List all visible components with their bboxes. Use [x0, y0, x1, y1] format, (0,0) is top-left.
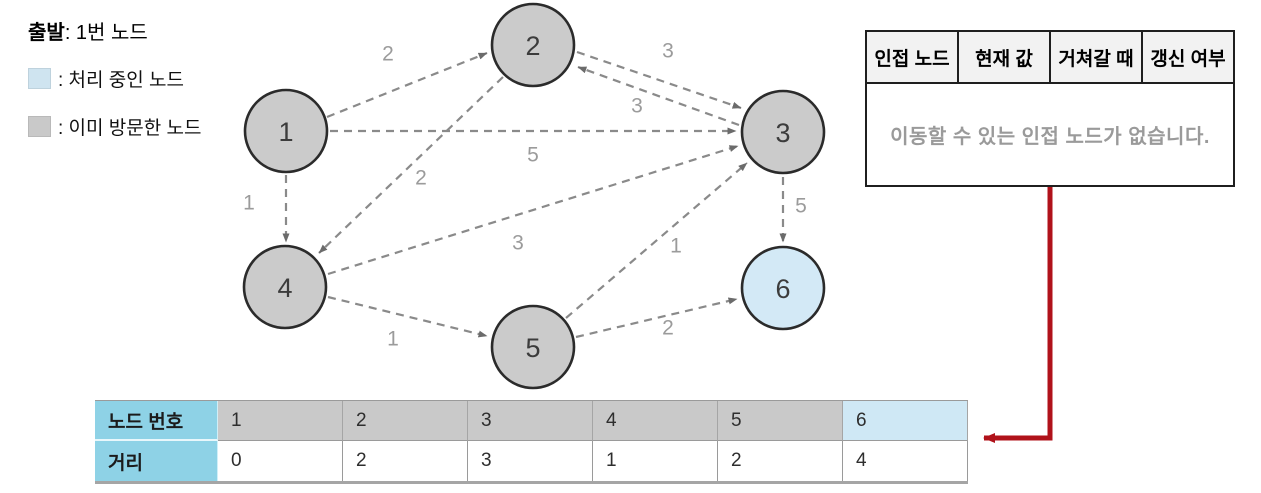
- node-number-cell: 4: [593, 401, 718, 441]
- graph-node-label-4: 4: [277, 273, 292, 303]
- row-label-distance: 거리: [95, 441, 218, 481]
- graph-node-3: [740, 89, 826, 175]
- node-number-cell: 5: [718, 401, 843, 441]
- graph-node-5: [490, 304, 576, 390]
- graph-node-label-1: 1: [278, 117, 293, 147]
- edge-weight-3-to-6: 5: [795, 195, 807, 218]
- distance-cell: 2: [718, 441, 843, 481]
- edge-2-to-4: [318, 76, 504, 254]
- edge-3-to-2: [577, 65, 740, 127]
- graph-node-6: [740, 245, 826, 331]
- edge-4-to-5: [327, 295, 488, 338]
- distance-row: 거리 0 2 3 1 2 4: [95, 441, 968, 481]
- no-neighbor-message: 이동할 수 있는 인접 노드가 없습니다.: [890, 126, 1210, 148]
- edge-weight-1-to-4: 1: [243, 192, 255, 215]
- node-number-cell: 6: [843, 401, 968, 441]
- legend-item-processing: : 처리 중인 노드: [28, 65, 201, 92]
- visited-node-swatch: [28, 116, 51, 137]
- legend-item-visited: : 이미 방문한 노드: [28, 113, 201, 140]
- edge-weight-2-to-4: 2: [415, 167, 427, 190]
- edge-weight-5-to-6: 2: [662, 317, 674, 340]
- legend-item-label: : 이미 방문한 노드: [58, 118, 202, 139]
- nodes-layer: 1 2 3 4 5 6: [242, 2, 826, 390]
- graph-node-label-2: 2: [525, 31, 540, 61]
- edge-weight-1-to-3: 5: [527, 144, 539, 167]
- row-label-node-number: 노드 번호: [95, 401, 218, 441]
- distance-cell: 1: [593, 441, 718, 481]
- graph-node-1: [243, 88, 329, 174]
- edge-4-to-3: [327, 144, 739, 276]
- edge-weight-1-to-2: 2: [382, 43, 394, 66]
- edge-2-to-3: [576, 50, 742, 110]
- edge-weight-2-to-3: 3: [662, 40, 674, 63]
- graph-node-label-6: 6: [775, 274, 790, 304]
- node-number-row: 노드 번호 1 2 3 4 5 6: [95, 401, 968, 441]
- edge-1-to-2: [326, 51, 488, 119]
- graph-node-label-3: 3: [775, 118, 790, 148]
- distance-cell: 2: [343, 441, 468, 481]
- edge-5-to-6: [575, 297, 738, 339]
- distance-cell: 0: [218, 441, 343, 481]
- legend: 출발: 1번 노드 : 처리 중인 노드 : 이미 방문한 노드: [28, 16, 201, 161]
- edges-layer: 2 5 1 3 3 2 3 1 1 2 5: [243, 40, 807, 351]
- adjacency-table: 인접 노드 현재 값 거쳐갈 때 갱신 여부 이동할 수 있는 인접 노드가 없…: [865, 30, 1235, 187]
- edge-weight-4-to-3: 3: [512, 232, 524, 255]
- adjacency-header-neighbor: 인접 노드: [867, 32, 959, 82]
- edge-5-to-3: [565, 162, 748, 319]
- distance-cell: 3: [468, 441, 593, 481]
- node-number-cell: 2: [343, 401, 468, 441]
- distance-table: 노드 번호 1 2 3 4 5 6 거리 0 2 3 1 2 4: [95, 400, 968, 484]
- edge-weight-3-to-2: 3: [631, 95, 643, 118]
- node-number-cell: 1: [218, 401, 343, 441]
- adjacency-header-current: 현재 값: [959, 32, 1051, 82]
- graph-node-2: [490, 2, 576, 88]
- legend-item-label: : 처리 중인 노드: [58, 70, 184, 91]
- processing-node-swatch: [28, 68, 51, 89]
- graph-node-4: [242, 244, 328, 330]
- graph-node-label-5: 5: [525, 333, 540, 363]
- distance-cell: 4: [843, 441, 968, 481]
- node-number-cell: 3: [468, 401, 593, 441]
- adjacency-table-header: 인접 노드 현재 값 거쳐갈 때 갱신 여부: [867, 32, 1233, 84]
- edge-weight-5-to-3: 1: [670, 235, 682, 258]
- update-connector-arrow: [983, 186, 1053, 443]
- start-node-label: 출발: 1번 노드: [28, 22, 148, 44]
- edge-weight-4-to-5: 1: [387, 328, 399, 351]
- adjacency-header-via: 거쳐갈 때: [1051, 32, 1143, 82]
- adjacency-table-body: 이동할 수 있는 인접 노드가 없습니다.: [867, 84, 1233, 185]
- adjacency-header-updated: 갱신 여부: [1143, 32, 1233, 82]
